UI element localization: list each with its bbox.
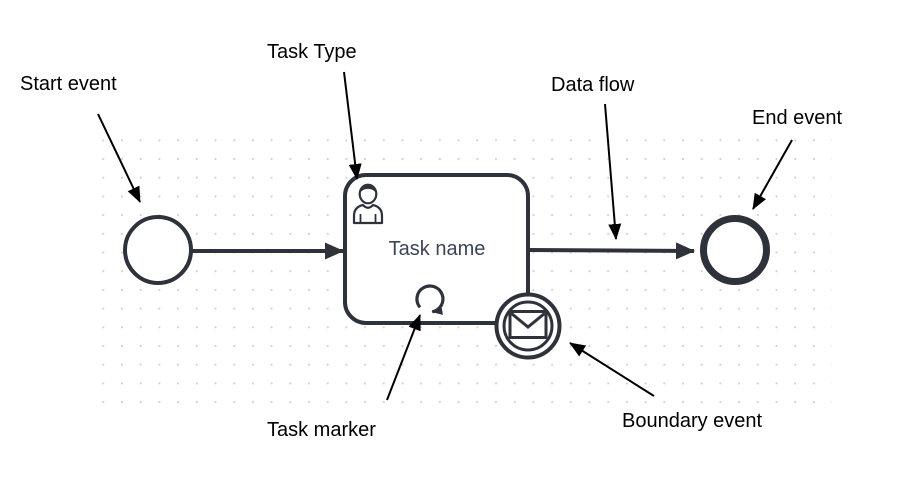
start-event-circle — [123, 215, 193, 285]
task-marker-label: Task marker — [267, 419, 376, 441]
sequence-flow-task-to-end — [527, 242, 695, 260]
task-marker-arrow — [386, 314, 421, 401]
user-icon — [352, 183, 384, 225]
boundary-event — [494, 292, 562, 360]
boundary-event-arrow — [569, 342, 655, 397]
boundary-event-label: Boundary event — [622, 410, 763, 432]
message-envelope-icon — [508, 310, 548, 339]
end-event-label: End event — [752, 107, 843, 129]
task-type-arrow — [343, 71, 362, 180]
start-event-arrow — [97, 113, 141, 203]
start-event-label: Start event — [20, 73, 117, 95]
task-shape — [343, 173, 530, 325]
task-name-label: Task name — [388, 238, 486, 260]
task-type-label: Task Type — [267, 41, 357, 63]
end-event-arrow — [752, 139, 793, 210]
data-flow-label: Data flow — [551, 74, 635, 96]
end-event-circle — [700, 215, 770, 285]
annotation-arrows — [97, 71, 793, 401]
data-flow-arrow — [604, 103, 622, 240]
loop-icon — [415, 284, 445, 315]
